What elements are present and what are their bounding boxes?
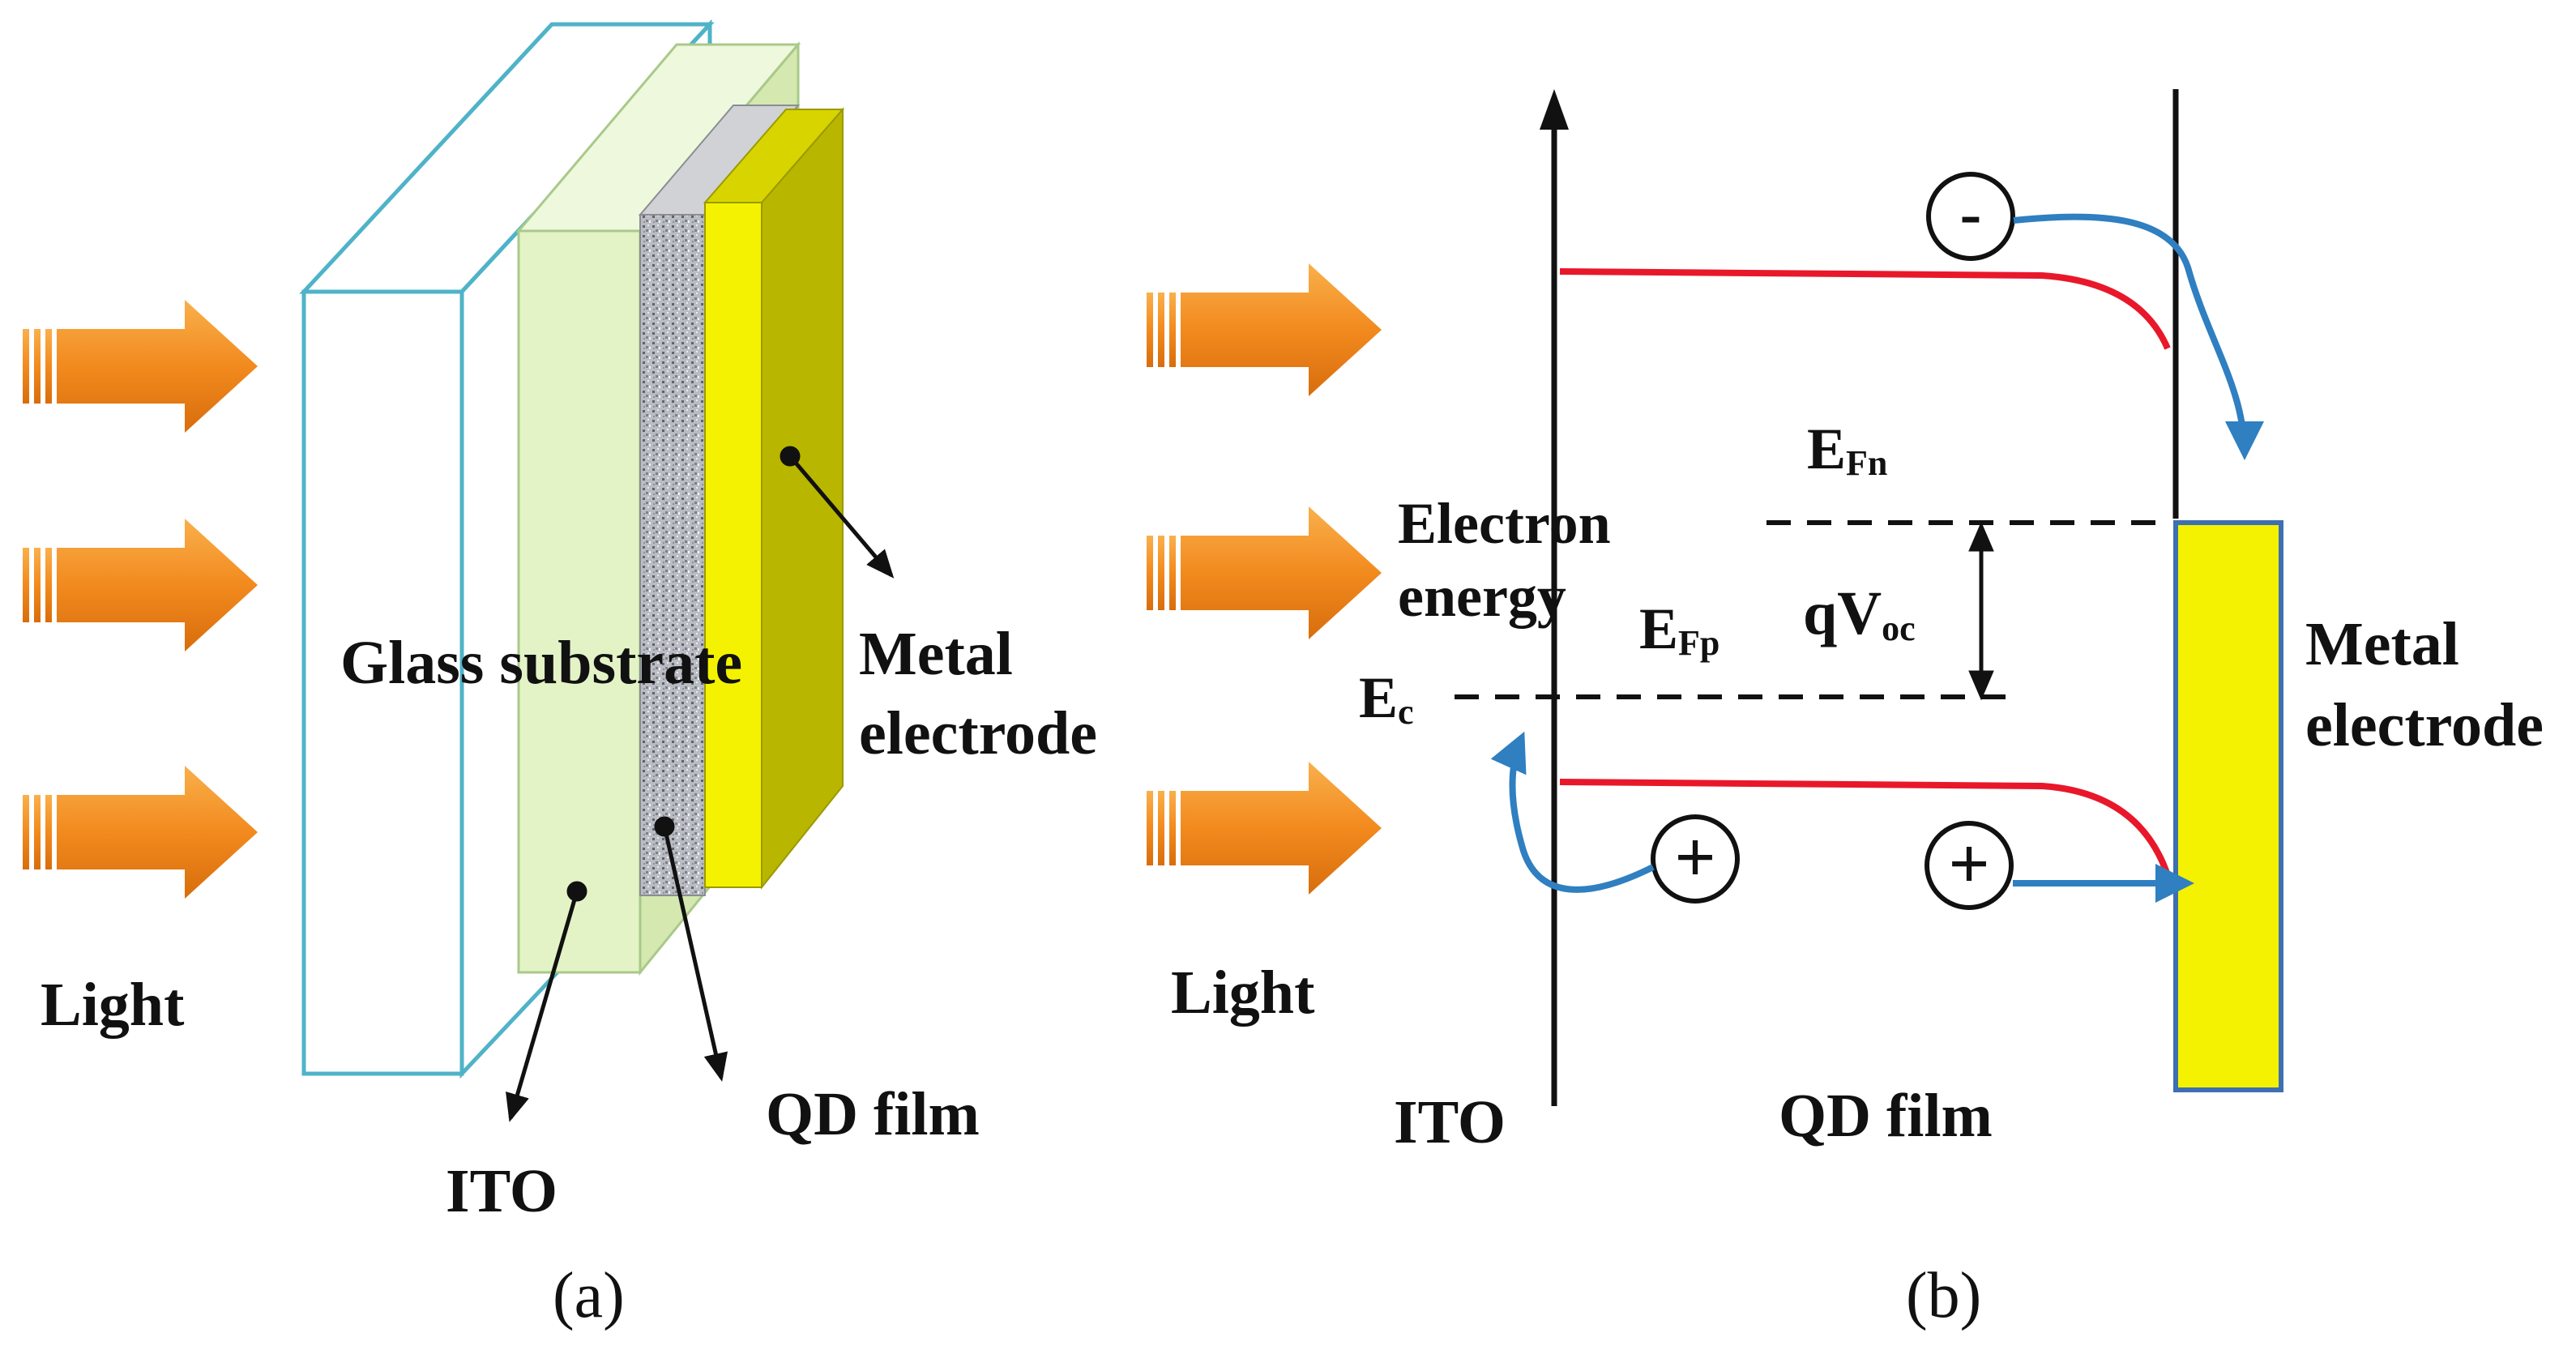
light-arrow-icon: [23, 300, 258, 433]
metal-electrode-label-a-line2: electrode: [859, 699, 1097, 767]
minus-symbol: -: [1960, 178, 1982, 250]
efn-label: EFn: [1807, 417, 1887, 483]
qd-film-label-b: QD film: [1779, 1082, 1993, 1150]
valence-band-curve: [1559, 779, 2171, 877]
electron-energy-label-line1: Electron: [1398, 491, 1611, 556]
electron-carrier: -: [1926, 172, 2015, 261]
label-pointers-a: [506, 446, 895, 1122]
efp-label: EFp: [1639, 596, 1719, 663]
metal-electrode-label-b-line1: Metal: [2305, 610, 2459, 678]
glass-substrate-label: Glass substrate: [340, 629, 742, 697]
plus-symbol: +: [1948, 824, 1989, 904]
caption-b: (b): [1906, 1260, 1981, 1331]
qd-film-block: [638, 105, 801, 896]
light-arrows-b: [1147, 263, 1382, 895]
metal-electrode-label-b-line2: electrode: [2305, 691, 2544, 759]
panel-b-band-diagram: - + + Light Electron energy EFn EFp Ec q…: [1147, 89, 2544, 1331]
plus-symbol: +: [1674, 818, 1715, 898]
hole-carrier-left: +: [1651, 814, 1740, 904]
conduction-band-curve: [1559, 268, 2171, 350]
qvoc-label: qVoc: [1803, 579, 1916, 648]
ito-label-b: ITO: [1394, 1088, 1506, 1156]
hole-flow-arrow-left: [1490, 731, 1655, 893]
ito-label-a: ITO: [446, 1157, 557, 1225]
qd-film-label-a: QD film: [766, 1080, 980, 1148]
energy-axis-arrowhead-icon: [1540, 89, 1569, 130]
light-arrow-icon: [23, 519, 258, 652]
ec-label: Ec: [1359, 665, 1414, 732]
hole-carrier-right: +: [1925, 821, 2014, 910]
light-arrows-a: [23, 300, 258, 899]
electron-energy-label-line2: energy: [1398, 564, 1566, 629]
electron-flow-arrow: [2013, 213, 2264, 460]
light-label-b: Light: [1171, 959, 1314, 1027]
metal-electrode-label-a-line1: Metal: [859, 620, 1013, 688]
panel-a-device-structure: Light Glass substrate Metal electrode IT…: [23, 19, 1097, 1331]
light-arrow-icon: [1147, 263, 1382, 396]
caption-a: (a): [553, 1260, 625, 1331]
metal-electrode-block: [703, 107, 845, 890]
qvoc-double-arrow: [1968, 521, 1994, 701]
metal-electrode-rect: [2173, 520, 2283, 1092]
light-arrow-icon: [1147, 506, 1382, 639]
light-arrow-icon: [1147, 762, 1382, 895]
light-arrow-icon: [23, 766, 258, 899]
light-label-a: Light: [41, 971, 184, 1039]
